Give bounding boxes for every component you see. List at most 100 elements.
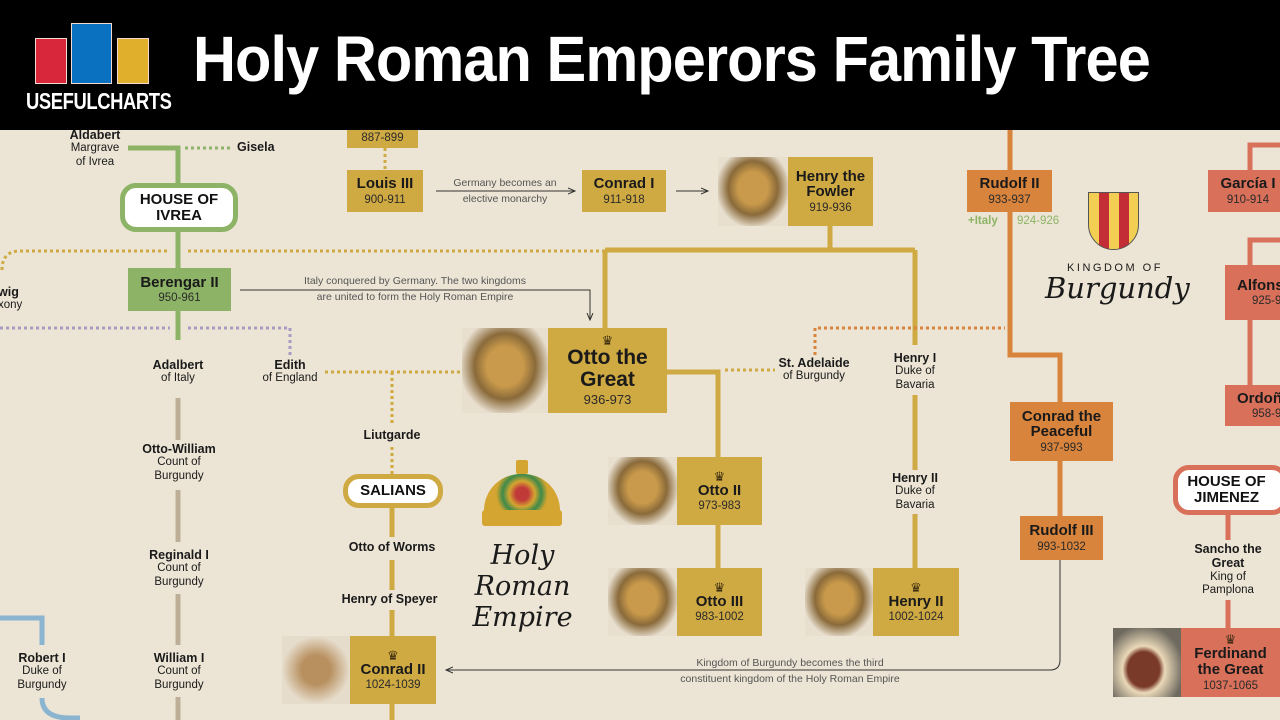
text-label: Gisela — [237, 140, 275, 154]
text-label: Berengar II — [140, 273, 219, 291]
text-label: 1037-1065 — [1203, 679, 1258, 692]
text-label: William I — [153, 651, 205, 665]
burgundy-shield-icon — [1088, 192, 1139, 250]
text-label: Rudolf II — [979, 175, 1040, 193]
text-label: Otto II — [697, 481, 742, 499]
crown-icon: ♛ — [910, 579, 922, 595]
otto-iii-portrait — [608, 568, 677, 636]
text-label: Otto the Great — [567, 346, 648, 392]
text-label: 910-914 — [1226, 193, 1270, 206]
conrad-ii-portrait — [282, 636, 350, 704]
text-label: Liutgarde — [363, 428, 421, 442]
text-label: 911-918 — [603, 193, 645, 206]
person-otto-of-worms: Otto of Worms — [342, 540, 442, 554]
crown-icon: ♛ — [713, 579, 726, 595]
text-label: 1024-1039 — [365, 679, 421, 692]
text-label: 933-937 — [988, 193, 1031, 206]
text-label: St. Adelaide — [778, 356, 850, 370]
rudolf-italy-label: +Italy — [968, 215, 998, 227]
henry-fowler-portrait — [718, 157, 788, 226]
text-label: Count of Burgundy — [154, 562, 204, 588]
person-gisela: Gisela — [237, 140, 275, 154]
text-label: Aldabert — [69, 128, 121, 142]
ferdinand-portrait — [1113, 628, 1181, 697]
text-label: Sancho the Great — [1194, 542, 1262, 571]
text-label: 925-9 — [1252, 295, 1280, 308]
text-label: 937-993 — [1040, 442, 1083, 455]
text-label: Louis III — [356, 175, 414, 193]
text-label: Count of Burgundy — [154, 665, 204, 691]
text-label: 900-911 — [364, 193, 406, 206]
text-label: 950-961 — [158, 292, 201, 305]
text-label: Count of Burgundy — [154, 456, 204, 482]
crown-icon: ♛ — [1224, 632, 1237, 648]
text-label: Henry II — [892, 471, 938, 485]
burgundy-script-label: Burgundy — [1045, 271, 1190, 305]
text-label: Duke of Bavaria — [895, 485, 935, 511]
text-label: constituent kingdom of the Holy Roman Em… — [680, 672, 900, 685]
text-label: 973-983 — [698, 500, 741, 513]
text-label: 983-1002 — [695, 611, 744, 624]
text-label: Margrave of Ivrea — [70, 142, 120, 168]
text-label: Otto III — [695, 592, 744, 610]
text-label: Roman — [474, 571, 571, 603]
henry-ii-portrait — [805, 568, 873, 636]
text-label: Otto of Worms — [348, 540, 436, 554]
rudolf-italy-dates: 924-926 — [1017, 215, 1060, 227]
text-label: are united to form the Holy Roman Empire — [316, 290, 514, 303]
house-of-ivrea-label: HOUSE OF IVREA — [120, 183, 238, 232]
text-label: Henry the Fowler — [795, 167, 866, 201]
text-label: Henry I — [893, 351, 937, 365]
person-liutgarde: Liutgarde — [352, 428, 432, 442]
text-label: Conrad II — [360, 660, 426, 678]
text-label: Ferdinand the Great — [1194, 645, 1267, 678]
otto-great-portrait — [462, 328, 548, 413]
note-italy-conquered: Italy conquered by Germany. The two king… — [250, 274, 580, 306]
text-label: García I — [1220, 175, 1276, 193]
text-label: Henry II — [888, 592, 944, 610]
crown-icon: ♛ — [601, 333, 614, 349]
text-label: Duke of Burgundy — [17, 665, 67, 691]
house-of-jimenez-label: HOUSE OF JIMENEZ — [1173, 465, 1280, 515]
text-label: Robert I — [18, 651, 66, 665]
text-label: 993-1032 — [1037, 540, 1086, 553]
logo-text: USEFULCHARTS — [26, 88, 172, 114]
text-label: Edith — [274, 358, 306, 372]
text-label: 936-973 — [583, 392, 632, 408]
text-label: Rudolf III — [1029, 522, 1094, 540]
text-label: Reginald I — [149, 548, 209, 562]
text-label: Conrad I — [593, 175, 655, 193]
crown-icon: ♛ — [387, 647, 399, 663]
text-label: of Italy — [161, 372, 195, 385]
ruler-box-partial[interactable]: 887-899 — [347, 127, 418, 148]
text-label: Holy — [490, 540, 555, 571]
text-label: xony — [0, 299, 23, 312]
